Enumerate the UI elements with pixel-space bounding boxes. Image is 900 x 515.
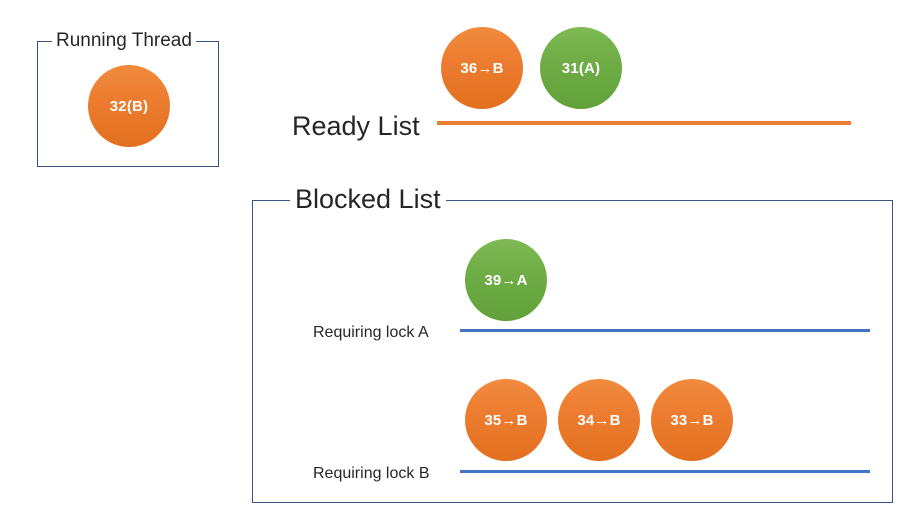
thread-node-label: 36→B: [460, 59, 504, 77]
requiring-lock-a-line: [460, 329, 870, 332]
thread-node-label: 39→A: [484, 271, 528, 289]
running-thread-box-top-right-segment: [192, 41, 219, 42]
ready-list-line: [437, 121, 851, 125]
thread-node-ready-0[interactable]: 36→B: [441, 27, 523, 109]
blocked-list-box-top-right-segment: [446, 200, 893, 201]
thread-node-blocked-b-1[interactable]: 34→B: [558, 379, 640, 461]
thread-node-label: 35→B: [484, 411, 528, 429]
thread-node-running[interactable]: 32(B): [88, 65, 170, 147]
ready-list-label: Ready List: [292, 111, 420, 141]
thread-node-label: 31(A): [561, 59, 601, 77]
requiring-lock-b-label: Requiring lock B: [313, 465, 430, 482]
thread-node-blocked-a-0[interactable]: 39→A: [465, 239, 547, 321]
running-thread-box-top-left-segment: [37, 41, 50, 42]
thread-node-label: 32(B): [109, 97, 149, 115]
requiring-lock-a-label: Requiring lock A: [313, 324, 429, 341]
requiring-lock-b-line: [460, 470, 870, 473]
thread-node-blocked-b-0[interactable]: 35→B: [465, 379, 547, 461]
thread-node-ready-1[interactable]: 31(A): [540, 27, 622, 109]
thread-node-label: 33→B: [670, 411, 714, 429]
blocked-list-box-top-left-segment: [252, 200, 286, 201]
running-thread-label: Running Thread: [52, 31, 196, 50]
thread-node-blocked-b-2[interactable]: 33→B: [651, 379, 733, 461]
thread-node-label: 34→B: [577, 411, 621, 429]
blocked-list-label: Blocked List: [290, 186, 446, 213]
blocked-list-box: [252, 200, 893, 503]
